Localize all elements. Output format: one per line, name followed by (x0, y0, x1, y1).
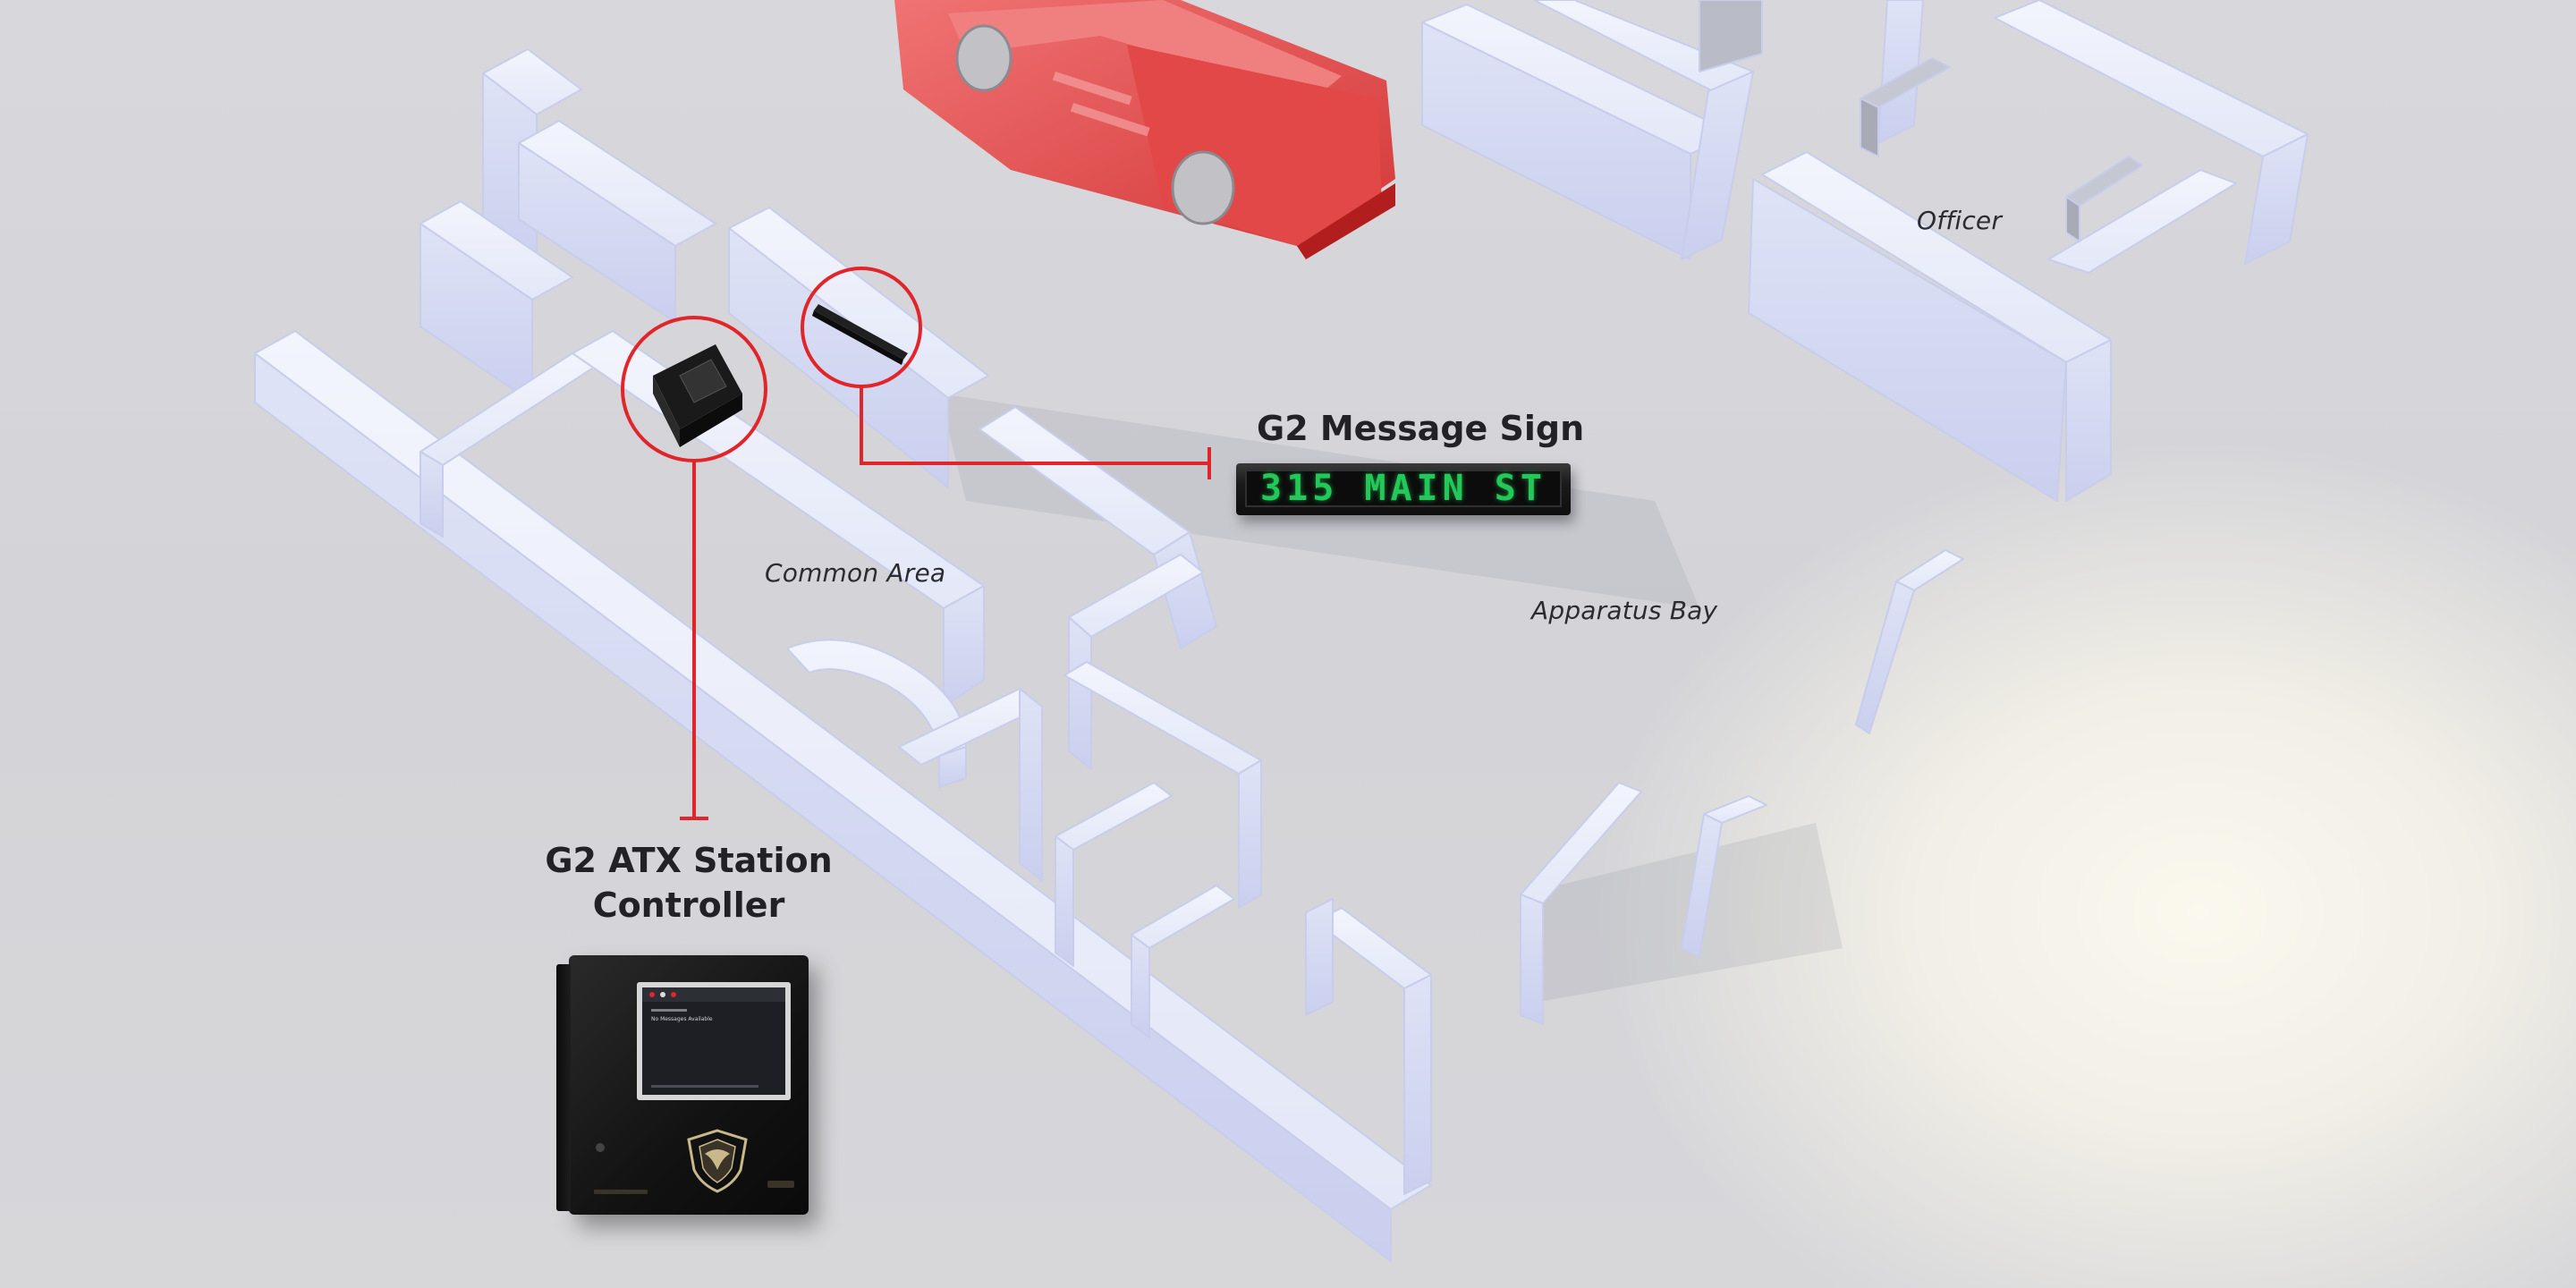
room-label-apparatus-bay: Apparatus Bay (1531, 596, 1718, 625)
status-dot-red (649, 992, 655, 997)
room-label-common-area: Common Area (765, 558, 946, 588)
controller-screen-bezel: No Messages Available (637, 982, 791, 1100)
controller-side-panel (556, 964, 571, 1211)
message-sign-title: G2 Message Sign (1257, 409, 1585, 448)
status-dot-red-2 (671, 992, 676, 997)
station-controller-title-line2: Controller (592, 886, 785, 925)
room-label-officer: Officer (1917, 206, 2003, 235)
station-controller-title: G2 ATX Station Controller (537, 838, 841, 928)
screen-footer-line (651, 1085, 758, 1088)
controller-touchscreen: No Messages Available (642, 987, 785, 1095)
screen-message: No Messages Available (651, 1016, 713, 1022)
controller-lock-icon (596, 1143, 605, 1152)
walls-apparatus-bay (1421, 0, 2309, 1025)
walls-common-area (254, 48, 1432, 1262)
screen-divider (651, 1009, 687, 1012)
controller-miniature (653, 344, 742, 447)
controller-model-badge (767, 1181, 794, 1188)
callout-lines (621, 267, 1211, 820)
screen-status-bar (642, 987, 785, 1002)
phoenix-crest-logo (687, 1129, 748, 1193)
message-sign-display: 315 MAIN ST (1245, 468, 1562, 509)
station-controller-device: No Messages Available (556, 955, 809, 1215)
status-dot-white (660, 992, 665, 997)
sign-leader-line (860, 386, 1209, 465)
fire-truck-model (894, 0, 1395, 259)
message-sign-device: 315 MAIN ST (1236, 463, 1571, 515)
message-sign-text: 315 MAIN ST (1260, 468, 1546, 509)
station-controller-title-line1: G2 ATX Station (545, 841, 833, 880)
controller-footer-mark (594, 1190, 648, 1194)
sign-miniature (812, 304, 908, 365)
